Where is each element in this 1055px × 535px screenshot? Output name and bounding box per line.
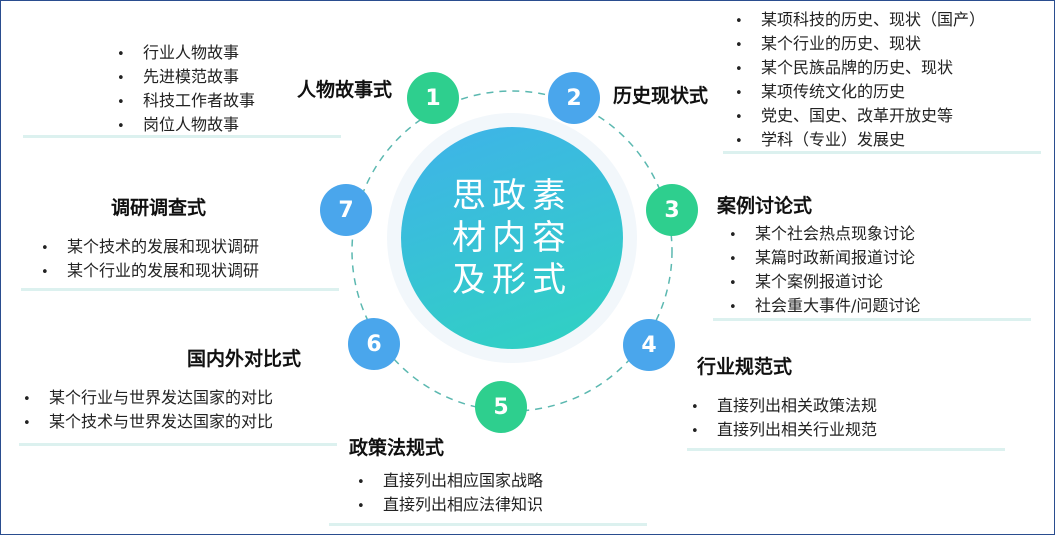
list-item: 某篇时政新闻报道讨论 [729,247,920,271]
list-item: 某个行业与世界发达国家的对比 [23,387,273,411]
list-item: 先进模范故事 [117,66,255,90]
list-item: 科技工作者故事 [117,90,255,114]
list-item: 岗位人物故事 [117,114,255,138]
list-2: 某项科技的历史、现状（国产）某个行业的历史、现状某个民族品牌的历史、现状某项传统… [735,9,985,153]
list-1: 行业人物故事先进模范故事科技工作者故事岗位人物故事 [117,42,255,138]
separator [723,151,1041,154]
list-item: 社会重大事件/问题讨论 [729,295,920,319]
separator [687,448,1005,451]
list-item: 某个民族品牌的历史、现状 [735,57,985,81]
list-4: 直接列出相关政策法规直接列出相关行业规范 [691,395,877,443]
list-item: 直接列出相关政策法规 [691,395,877,419]
list-item: 某项科技的历史、现状（国产） [735,9,985,33]
separator [21,288,339,291]
list-item: 党史、国史、改革开放史等 [735,105,985,129]
list-7: 某个技术的发展和现状调研某个行业的发展和现状调研 [41,236,259,284]
separator [19,443,337,446]
list-item: 某个技术与世界发达国家的对比 [23,411,273,435]
node-7: 7 [320,184,372,236]
center-title: 思政素材内容及形式 [452,176,572,300]
title-2: 历史现状式 [613,85,709,107]
title-4: 行业规范式 [697,356,793,378]
node-3: 3 [646,184,698,236]
list-item: 某个社会热点现象讨论 [729,223,920,247]
node-6: 6 [348,318,400,370]
separator [713,318,1031,321]
title-1: 人物故事式 [297,79,393,101]
title-3: 案例讨论式 [717,195,813,217]
node-1: 1 [407,72,459,124]
node-5: 5 [475,381,527,433]
list-item: 直接列出相关行业规范 [691,419,877,443]
list-item: 某个行业的历史、现状 [735,33,985,57]
list-item: 某项传统文化的历史 [735,81,985,105]
node-2: 2 [548,72,600,124]
title-7: 调研调查式 [111,197,207,219]
list-item: 直接列出相应法律知识 [357,494,543,518]
list-item: 行业人物故事 [117,42,255,66]
node-4: 4 [623,319,675,371]
title-5: 政策法规式 [349,437,445,459]
title-6: 国内外对比式 [187,348,302,370]
list-3: 某个社会热点现象讨论某篇时政新闻报道讨论某个案例报道讨论社会重大事件/问题讨论 [729,223,920,319]
list-item: 某个案例报道讨论 [729,271,920,295]
center-circle: 思政素材内容及形式 [401,127,623,349]
list-5: 直接列出相应国家战略直接列出相应法律知识 [357,470,543,518]
separator [329,523,647,526]
separator [23,135,341,138]
list-6: 某个行业与世界发达国家的对比某个技术与世界发达国家的对比 [23,387,273,435]
list-item: 某个技术的发展和现状调研 [41,236,259,260]
list-item: 直接列出相应国家战略 [357,470,543,494]
list-item: 学科（专业）发展史 [735,129,985,153]
list-item: 某个行业的发展和现状调研 [41,260,259,284]
